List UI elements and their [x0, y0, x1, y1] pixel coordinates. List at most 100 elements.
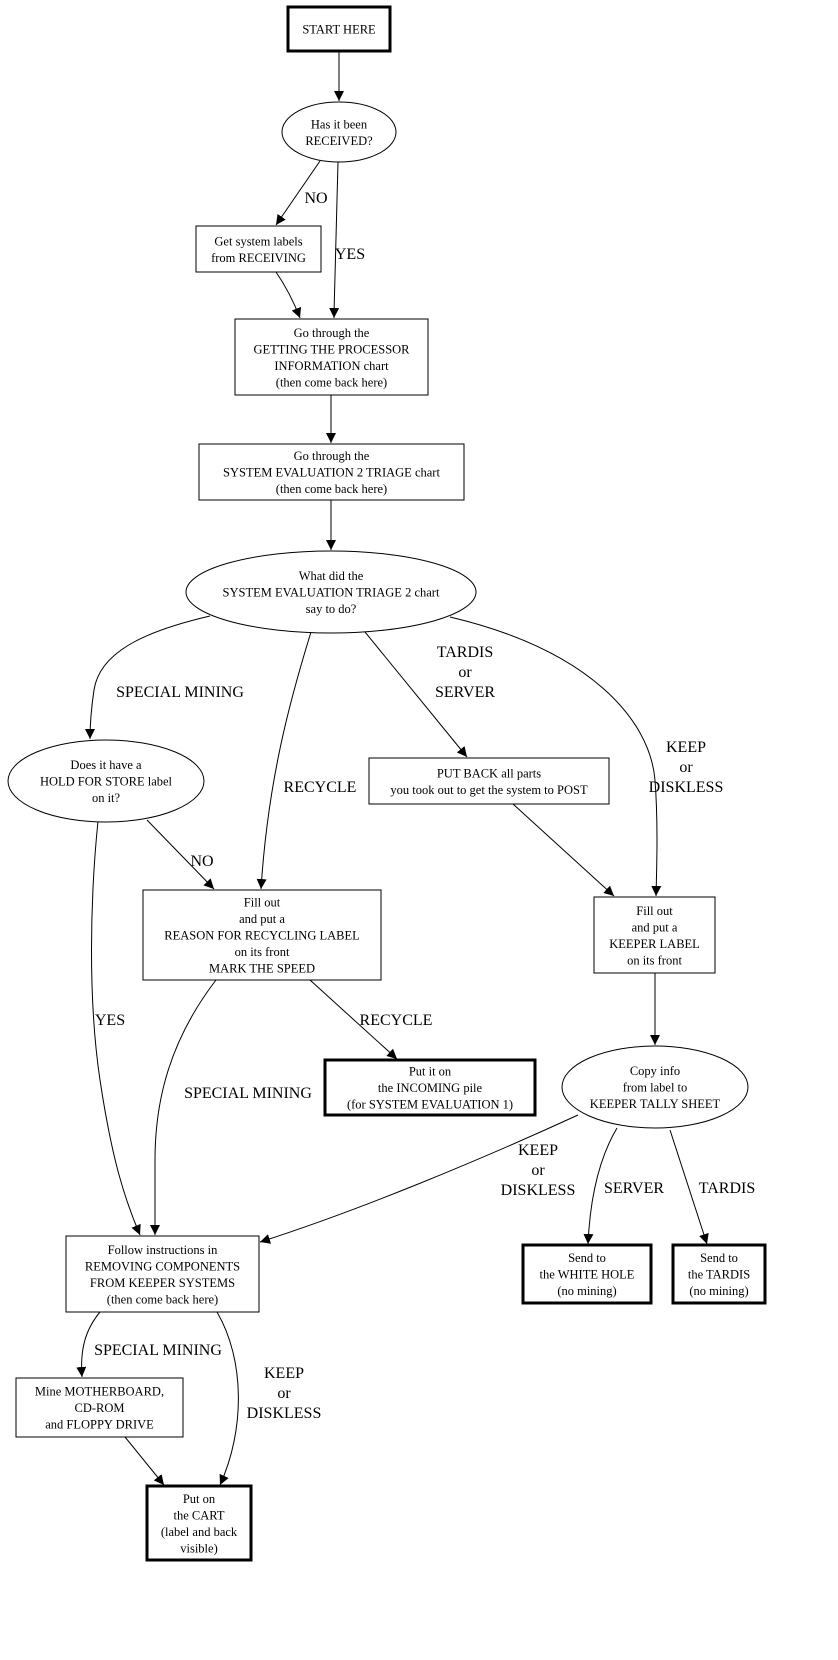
node-keeperlabel-text: on its front — [627, 953, 682, 967]
node-whitehole-text: (no mining) — [557, 1284, 616, 1298]
node-recycling-text: REASON FOR RECYCLING LABEL — [164, 929, 360, 943]
node-start-shape — [286, 5, 392, 53]
node-cart-text: (label and back — [161, 1525, 238, 1539]
node-labels-text: Get system labels — [214, 234, 302, 248]
edge-mine-to-cart — [124, 1436, 165, 1486]
node-start-text: START HERE — [302, 23, 376, 37]
node-tardis-shape — [671, 1243, 767, 1305]
node-triage-text: Go through the — [294, 449, 370, 463]
node-holdstore-text: Does it have a — [70, 758, 142, 772]
edge-whatdid-to-recycling — [256, 631, 312, 890]
edge-whatdid-to-putback — [364, 631, 468, 758]
edge-label-removing-to-cart: or — [277, 1385, 291, 1402]
edge-label-whatdid-to-keeperlabel: KEEP — [666, 739, 706, 756]
edge-tally-to-tardis — [669, 1129, 709, 1245]
node-putback-text: PUT BACK all parts — [437, 766, 541, 780]
edge-label-recycling-to-removing: SPECIAL MINING — [184, 1085, 312, 1102]
node-received-text: RECEIVED? — [305, 134, 373, 148]
node-cart-text: the CART — [174, 1508, 225, 1522]
node-cart-shape — [145, 1484, 253, 1562]
node-putback: PUT BACK all parts you took out to get th… — [368, 757, 610, 805]
edge-label-whatdid-to-keeperlabel: DISKLESS — [649, 779, 724, 796]
edge-label-received-to-processor: YES — [335, 246, 365, 263]
node-whatdid-text: What did the — [299, 569, 364, 583]
node-mine-text: Mine MOTHERBOARD, — [35, 1385, 164, 1399]
edge-label-tally-to-removing: DISKLESS — [501, 1182, 576, 1199]
node-removing-text: REMOVING COMPONENTS — [85, 1259, 240, 1273]
node-recycling-text: Fill out — [244, 896, 281, 910]
node-tally-text: Copy info — [630, 1064, 680, 1078]
node-recycling: Fill out and put a REASON FOR RECYCLING LA… — [142, 889, 382, 981]
node-removing: Follow instructions in REMOVING COMPONENT… — [65, 1235, 260, 1313]
node-whatdid-text: say to do? — [306, 602, 357, 616]
node-incoming-text: Put it on — [409, 1065, 452, 1079]
node-tally-text: KEEPER TALLY SHEET — [590, 1097, 721, 1111]
edge-labels-to-processor — [275, 271, 302, 319]
node-incoming-text: the INCOMING pile — [378, 1081, 483, 1095]
node-processor-text: INFORMATION chart — [274, 359, 389, 373]
edge-label-tally-to-removing: KEEP — [518, 1142, 558, 1159]
node-received-text: Has it been — [311, 117, 368, 131]
node-removing-text: Follow instructions in — [108, 1243, 218, 1257]
edge-whatdid-to-holdstore — [85, 615, 211, 740]
node-tally-shape — [561, 1045, 749, 1129]
edge-tally-to-whitehole — [583, 1127, 618, 1245]
node-mine-text: and FLOPPY DRIVE — [45, 1418, 154, 1432]
node-tardis: Send to the TARDIS (no mining) — [671, 1243, 767, 1305]
edge-label-removing-to-cart: DISKLESS — [247, 1405, 322, 1422]
node-tardis-text: Send to — [700, 1251, 738, 1265]
edge-putback-to-keeperlabel — [512, 803, 615, 897]
node-labels: Get system labels from RECEIVING — [195, 225, 322, 273]
node-incoming-shape — [323, 1058, 537, 1117]
edge-removing-to-mine — [76, 1311, 101, 1378]
edge-label-recycling-to-incoming: RECYCLE — [360, 1012, 433, 1029]
node-labels-text: from RECEIVING — [211, 251, 306, 265]
edge-removing-to-cart — [216, 1311, 239, 1486]
node-tardis-text: the TARDIS — [688, 1268, 750, 1282]
node-keeperlabel-text: Fill out — [636, 904, 673, 918]
node-holdstore-text: on it? — [92, 791, 121, 805]
edge-label-whatdid-to-putback: TARDIS — [437, 644, 494, 661]
edge-label-tally-to-removing: or — [531, 1162, 545, 1179]
edge-label-whatdid-to-putback: SERVER — [435, 684, 495, 701]
node-triage-shape — [198, 443, 465, 501]
node-processor-shape — [234, 318, 429, 396]
edge-recycling-to-incoming — [309, 979, 398, 1060]
node-whitehole-shape — [521, 1243, 653, 1305]
node-holdstore-shape — [7, 739, 205, 823]
node-whitehole-text: Send to — [568, 1251, 606, 1265]
node-putback-text: you took out to get the system to POST — [390, 783, 588, 797]
node-received-shape — [281, 101, 397, 163]
node-triage-text: SYSTEM EVALUATION 2 TRIAGE chart — [223, 466, 440, 480]
edges-layer — [76, 51, 709, 1486]
node-processor-text: GETTING THE PROCESSOR — [253, 342, 410, 356]
edge-label-holdstore-to-removing: YES — [95, 1012, 125, 1029]
edge-whatdid-to-keeperlabel — [449, 616, 662, 897]
node-tardis-text: (no mining) — [689, 1284, 748, 1298]
node-cart-text: visible) — [180, 1541, 218, 1555]
node-processor-text: Go through the — [294, 326, 370, 340]
edge-label-removing-to-mine: SPECIAL MINING — [94, 1342, 222, 1359]
edge-label-holdstore-to-recycling: NO — [190, 853, 213, 870]
node-whatdid-shape — [185, 550, 477, 634]
edge-recycling-to-removing — [150, 979, 217, 1235]
edge-tally-to-removing — [259, 1114, 579, 1244]
edge-label-tally-to-tardis: TARDIS — [699, 1180, 756, 1197]
node-recycling-text: and put a — [239, 912, 285, 926]
node-removing-text: (then come back here) — [107, 1292, 218, 1306]
edge-label-tally-to-whitehole: SERVER — [604, 1180, 664, 1197]
